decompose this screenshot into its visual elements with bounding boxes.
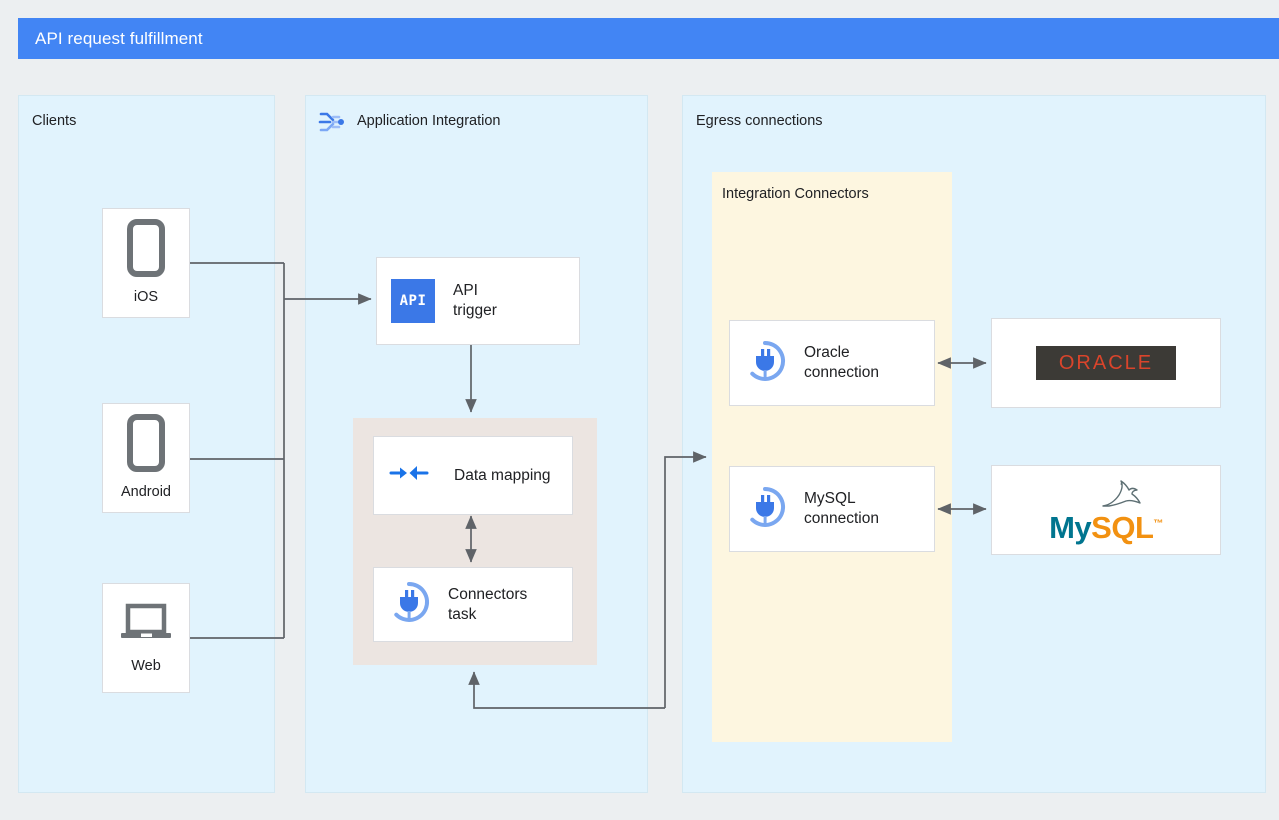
mysql-logo-secondary: SQL <box>1091 510 1154 545</box>
page-title: API request fulfillment <box>35 28 203 48</box>
diagram-title-bar: API request fulfillment <box>18 18 1279 59</box>
connector-plug-icon <box>388 581 430 628</box>
node-label: Data mapping <box>454 466 551 484</box>
application-integration-icon <box>317 107 347 142</box>
client-label: iOS <box>133 289 159 306</box>
node-connectors-task[interactable]: Connectors task <box>373 567 573 642</box>
client-label: Web <box>131 658 161 675</box>
panel-clients-label: Clients <box>32 113 77 129</box>
client-card-android[interactable]: Android <box>102 403 190 513</box>
panel-egress-label: Egress connections <box>696 113 823 129</box>
laptop-icon <box>118 600 174 651</box>
oracle-logo: ORACLE <box>1036 346 1176 380</box>
connector-plug-icon <box>744 340 786 387</box>
panel-application-integration-label: Application Integration <box>357 113 501 129</box>
node-api-trigger[interactable]: API API trigger <box>376 257 580 345</box>
phone-icon <box>127 414 165 477</box>
mysql-trademark: ™ <box>1153 518 1163 530</box>
client-label: Android <box>121 484 171 501</box>
connection-label: MySQL connection <box>804 490 879 527</box>
node-label: API trigger <box>453 282 497 319</box>
connection-card-oracle[interactable]: Oracle connection <box>729 320 935 406</box>
mysql-dolphin-icon <box>1093 477 1145 514</box>
data-mapping-icon <box>388 460 430 491</box>
mysql-logo: MySQL™ <box>1049 477 1163 543</box>
mysql-logo-primary: My <box>1049 510 1092 545</box>
connection-card-mysql[interactable]: MySQL connection <box>729 466 935 552</box>
api-trigger-icon: API <box>391 279 435 323</box>
client-card-web[interactable]: Web <box>102 583 190 693</box>
phone-icon <box>127 219 165 282</box>
client-card-ios[interactable]: iOS <box>102 208 190 318</box>
subpanel-integration-connectors <box>712 172 952 742</box>
subpanel-integration-connectors-label: Integration Connectors <box>722 186 869 202</box>
connection-label: Oracle connection <box>804 344 879 381</box>
node-label: Connectors task <box>448 585 528 623</box>
node-data-mapping[interactable]: Data mapping <box>373 436 573 515</box>
backend-card-mysql[interactable]: MySQL™ <box>991 465 1221 555</box>
connector-plug-icon <box>744 486 786 533</box>
backend-card-oracle[interactable]: ORACLE <box>991 318 1221 408</box>
